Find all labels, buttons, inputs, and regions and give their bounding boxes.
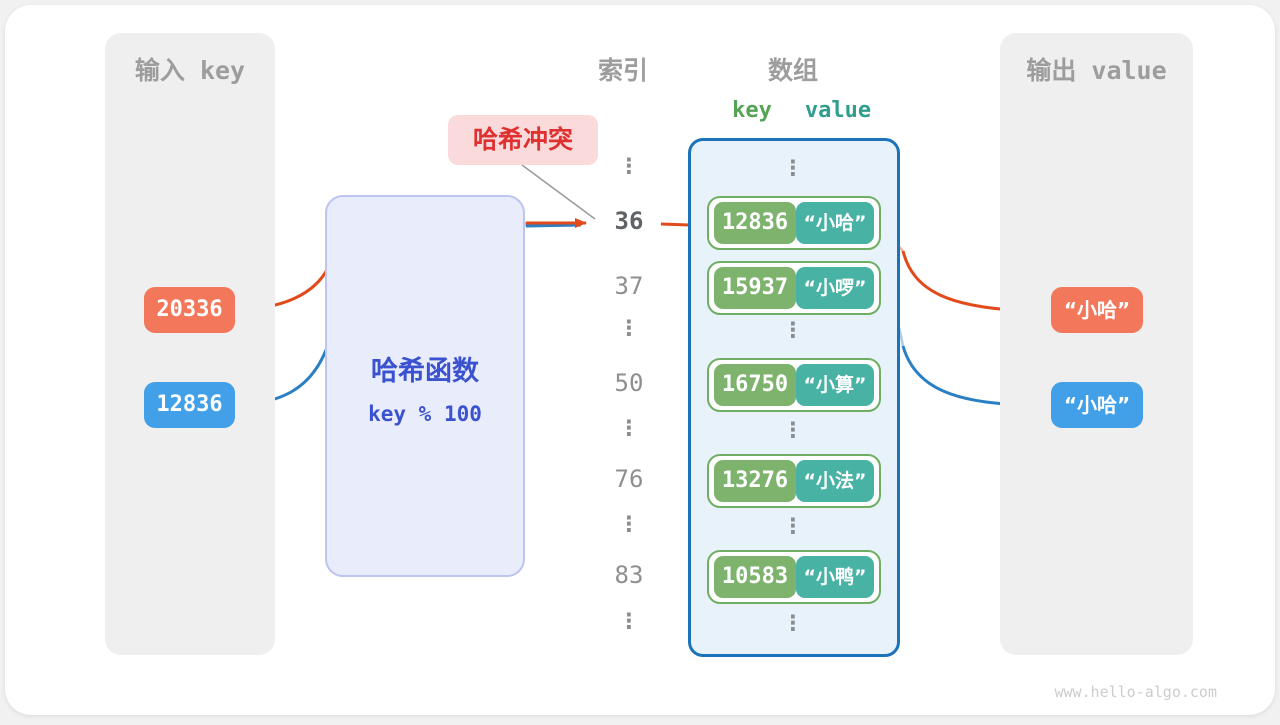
array-ellipsis: ⋮ <box>782 318 804 342</box>
pair-value: “小法” <box>796 460 874 502</box>
pair-value: “小鸭” <box>796 556 874 598</box>
output-panel-title: 输出 value <box>1026 56 1167 85</box>
hash-function-box: 哈希函数 key % 100 <box>325 195 525 577</box>
array-pair-13276: 13276“小法” <box>707 454 881 508</box>
pair-key: 12836 <box>714 202 796 244</box>
pair-key: 16750 <box>714 364 796 406</box>
pair-value: “小算” <box>796 364 874 406</box>
curve-key2-merge <box>525 223 582 228</box>
value-header: value <box>804 98 872 123</box>
index-ellipsis: ⋮ <box>618 154 640 178</box>
output-value-1: “小哈” <box>1051 287 1143 333</box>
collision-pointer-line <box>521 164 596 220</box>
array-ellipsis: ⋮ <box>782 514 804 538</box>
output-value-2: “小哈” <box>1051 382 1143 428</box>
index-column-header: 索引 <box>597 56 648 85</box>
input-key-20336: 20336 <box>144 287 235 333</box>
index-value-36: 36 <box>614 207 644 235</box>
watermark: www.hello-algo.com <box>1054 683 1217 701</box>
index-ellipsis: ⋮ <box>618 512 640 536</box>
array-pair-10583: 10583“小鸭” <box>707 550 881 604</box>
pair-value: “小啰” <box>796 267 874 309</box>
input-panel: 输入 key <box>105 33 275 655</box>
index-value-37: 37 <box>614 272 644 300</box>
array-ellipsis: ⋮ <box>782 418 804 442</box>
collision-label: 哈希冲突 <box>448 115 598 165</box>
hash-function-formula: key % 100 <box>368 402 482 426</box>
index-ellipsis: ⋮ <box>618 416 640 440</box>
pair-key: 15937 <box>714 267 796 309</box>
index-value-83: 83 <box>614 561 644 589</box>
pair-value: “小哈” <box>796 202 874 244</box>
array-pair-12836: 12836“小哈” <box>707 196 881 250</box>
array-column-header: 数组 <box>767 56 818 85</box>
input-panel-title: 输入 key <box>134 56 246 85</box>
array-pair-16750: 16750“小算” <box>707 358 881 412</box>
index-value-76: 76 <box>614 465 644 493</box>
diagram-card: 输入 key 20336 12836 哈希函数 key % 100 哈希冲突 索引… <box>5 5 1275 715</box>
input-key-12836: 12836 <box>144 382 235 428</box>
pair-key: 10583 <box>714 556 796 598</box>
index-value-50: 50 <box>614 369 644 397</box>
array-pair-15937: 15937“小啰” <box>707 261 881 315</box>
index-ellipsis: ⋮ <box>618 316 640 340</box>
output-panel: 输出 value <box>1000 33 1193 655</box>
index-ellipsis: ⋮ <box>618 609 640 633</box>
hash-function-title: 哈希函数 <box>371 356 479 387</box>
pair-key: 13276 <box>714 460 796 502</box>
array-ellipsis: ⋮ <box>782 156 804 180</box>
key-header: key <box>732 98 772 123</box>
array-ellipsis: ⋮ <box>782 611 804 635</box>
